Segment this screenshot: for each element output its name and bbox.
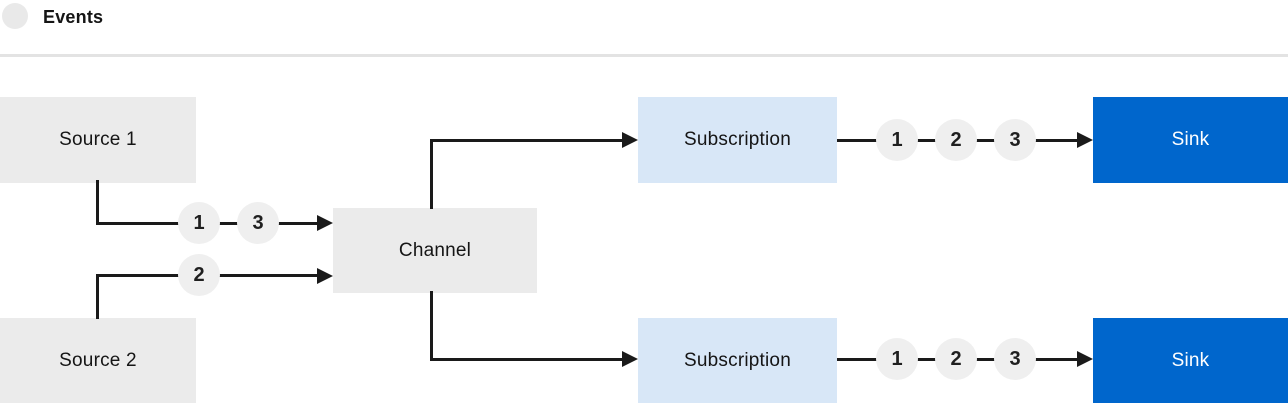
node-subscription-1: Subscription bbox=[638, 97, 837, 183]
arrow-right-icon bbox=[1077, 351, 1093, 367]
arrow-right-icon bbox=[622, 132, 638, 148]
connector-channel-to-subscription1-vertical bbox=[430, 140, 433, 209]
node-subscription-2-label: Subscription bbox=[684, 349, 791, 371]
node-sink-2-label: Sink bbox=[1171, 349, 1210, 371]
connector-source1-to-channel-vertical bbox=[96, 180, 99, 225]
connector-channel-to-subscription2-vertical bbox=[430, 291, 433, 360]
node-channel: Channel bbox=[333, 208, 537, 293]
connector-channel-to-subscription2-horizontal bbox=[430, 358, 634, 361]
node-sink-2: Sink bbox=[1093, 318, 1288, 403]
event-marker: 1 bbox=[876, 338, 918, 380]
node-sink-1-label: Sink bbox=[1171, 129, 1210, 150]
arrow-right-icon bbox=[317, 268, 333, 284]
event-marker: 3 bbox=[237, 202, 279, 244]
node-source-2-label: Source 2 bbox=[59, 349, 137, 371]
arrow-right-icon bbox=[622, 351, 638, 367]
event-marker: 2 bbox=[935, 119, 977, 161]
event-marker: 2 bbox=[935, 338, 977, 380]
event-marker: 2 bbox=[178, 254, 220, 296]
node-subscription-2: Subscription bbox=[638, 318, 837, 403]
event-marker: 3 bbox=[994, 119, 1036, 161]
connector-channel-to-subscription1-horizontal bbox=[430, 139, 633, 142]
event-marker: 1 bbox=[876, 119, 918, 161]
arrow-right-icon bbox=[317, 215, 333, 231]
connector-source2-to-channel-vertical bbox=[96, 276, 99, 319]
header-divider bbox=[0, 54, 1288, 57]
node-source-2: Source 2 bbox=[0, 318, 196, 403]
arrow-right-icon bbox=[1077, 132, 1093, 148]
event-marker: 3 bbox=[994, 338, 1036, 380]
event-marker: 1 bbox=[178, 202, 220, 244]
event-circle-icon bbox=[2, 3, 28, 29]
node-source-1-label: Source 1 bbox=[59, 129, 137, 150]
node-subscription-1-label: Subscription bbox=[684, 129, 791, 150]
node-channel-label: Channel bbox=[398, 239, 472, 261]
node-sink-1: Sink bbox=[1093, 97, 1288, 183]
node-source-1: Source 1 bbox=[0, 97, 196, 183]
legend-label: Events bbox=[43, 7, 104, 27]
